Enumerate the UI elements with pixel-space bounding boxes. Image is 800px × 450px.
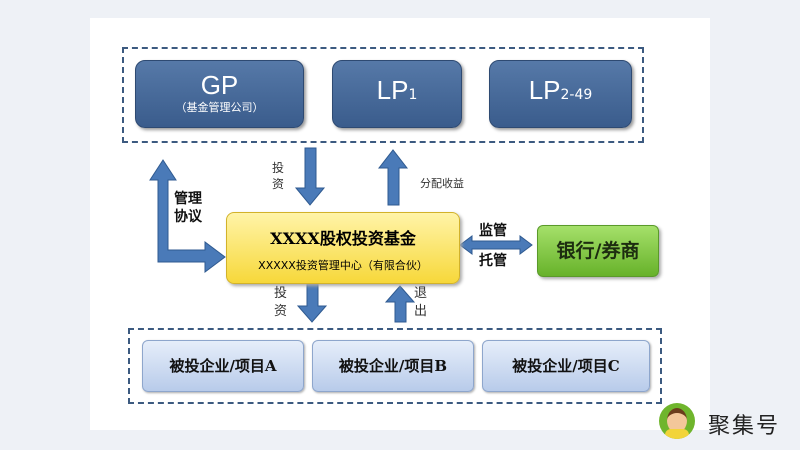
projects-group xyxy=(128,328,662,404)
custody-label: 托管 xyxy=(479,253,507,269)
lp2-box: LP2-49 xyxy=(489,60,632,128)
mgmt-label-1: 管理 xyxy=(174,191,202,207)
invest-label: 投 资 xyxy=(272,161,285,191)
fund-title: XXXX股权投资基金 xyxy=(270,229,416,248)
distribute-label: 分配收益 xyxy=(420,177,464,190)
watermark-avatar-icon xyxy=(659,403,695,439)
bank-box: 银行/券商 xyxy=(537,225,659,277)
arrow-invest-bottom xyxy=(296,283,328,323)
gp-subtitle: （基金管理公司） xyxy=(175,101,264,114)
invest-bottom-label-1: 投 xyxy=(274,286,288,301)
watermark-text: 聚集号 xyxy=(708,414,781,439)
arrow-supervise-double xyxy=(459,235,533,255)
arrow-management-agreement xyxy=(149,159,226,273)
lp1-box: LP1 xyxy=(332,60,462,128)
project-b-box: 被投企业/项目B xyxy=(312,340,474,392)
supervise-label: 监管 xyxy=(479,223,507,239)
lp2-label: LP xyxy=(528,75,561,105)
arrow-exit-up xyxy=(384,285,416,323)
arrow-distribute-up xyxy=(377,149,409,206)
gp-title: GP xyxy=(200,70,239,100)
arrow-invest-down xyxy=(294,147,326,206)
lp2-subscript: 2-49 xyxy=(560,87,593,103)
mgmt-label-2: 协议 xyxy=(174,209,202,225)
fund-subtitle: XXXXX投资管理中心（有限合伙） xyxy=(258,259,428,272)
lp1-subscript: 1 xyxy=(408,87,418,103)
lp1-label: LP xyxy=(376,75,409,105)
exit-label-1: 退 xyxy=(414,286,428,301)
partners-group xyxy=(122,47,644,143)
exit-label-2: 出 xyxy=(414,304,428,319)
project-a-box: 被投企业/项目A xyxy=(142,340,304,392)
invest-bottom-label-2: 资 xyxy=(274,304,288,319)
fund-box: XXXX股权投资基金 XXXXX投资管理中心（有限合伙） xyxy=(226,212,460,284)
project-c-box: 被投企业/项目C xyxy=(482,340,650,392)
gp-box: GP （基金管理公司） xyxy=(135,60,304,128)
